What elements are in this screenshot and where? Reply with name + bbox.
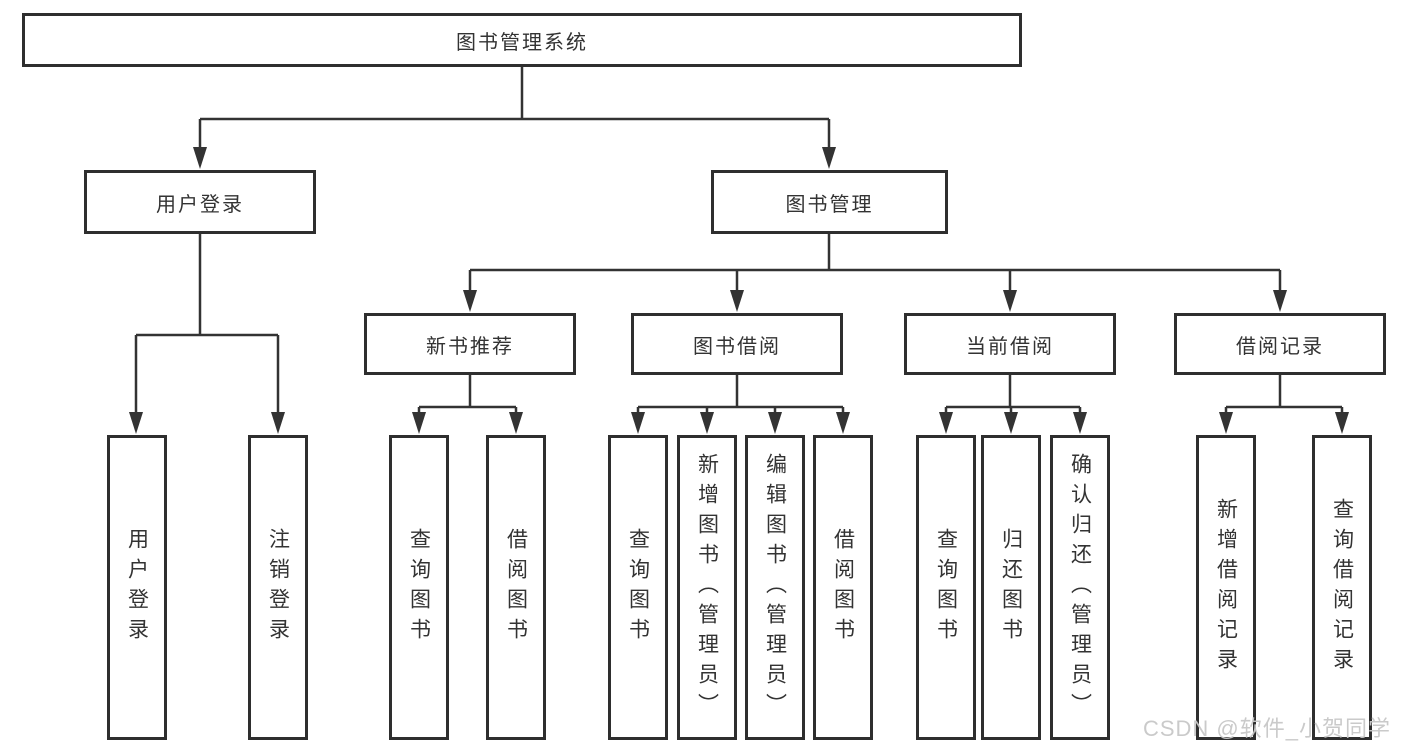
leaf-return-books: 归还图书: [981, 435, 1041, 740]
leaf-user-login-label: 用户登录: [125, 527, 149, 648]
leaf-add-books-admin-label: 新增图书（管理员）: [695, 452, 719, 723]
leaf-confirm-return-admin: 确认归还（管理员）: [1050, 435, 1110, 740]
leaf-query-books-borrow-label: 查询图书: [626, 527, 650, 648]
leaf-query-borrow-record-label: 查询借阅记录: [1330, 497, 1354, 678]
node-new-book-recommend-label: 新书推荐: [426, 335, 514, 358]
node-root-label: 图书管理系统: [456, 31, 588, 54]
leaf-borrow-books-recommend: 借阅图书: [486, 435, 546, 740]
node-user-login-branch-label: 用户登录: [156, 193, 244, 216]
leaf-query-borrow-record: 查询借阅记录: [1312, 435, 1372, 740]
node-current-borrow-label: 当前借阅: [966, 335, 1054, 358]
leaf-query-books-borrow: 查询图书: [608, 435, 668, 740]
node-book-management-branch-label: 图书管理: [785, 193, 874, 216]
node-borrow-records: 借阅记录: [1174, 313, 1386, 375]
leaf-query-books-current: 查询图书: [916, 435, 976, 740]
leaf-borrow-books-label: 借阅图书: [831, 527, 855, 648]
leaf-return-books-label: 归还图书: [999, 527, 1023, 648]
node-new-book-recommend: 新书推荐: [364, 313, 576, 375]
leaf-add-borrow-record: 新增借阅记录: [1196, 435, 1256, 740]
node-root-system: 图书管理系统: [22, 13, 1022, 67]
leaf-borrow-books-recommend-label: 借阅图书: [504, 527, 528, 648]
csdn-watermark: CSDN @软件_小贺同学: [1142, 716, 1391, 741]
leaf-edit-books-admin: 编辑图书（管理员）: [745, 435, 805, 740]
node-book-management-branch: 图书管理: [711, 170, 948, 234]
node-borrow-records-label: 借阅记录: [1236, 335, 1324, 358]
leaf-query-books-recommend: 查询图书: [389, 435, 449, 740]
leaf-query-books-recommend-label: 查询图书: [407, 527, 431, 648]
leaf-query-books-current-label: 查询图书: [934, 527, 958, 648]
leaf-confirm-return-admin-label: 确认归还（管理员）: [1068, 452, 1092, 723]
node-current-borrow: 当前借阅: [904, 313, 1116, 375]
leaf-logout: 注销登录: [248, 435, 308, 740]
leaf-add-borrow-record-label: 新增借阅记录: [1214, 497, 1238, 678]
leaf-borrow-books: 借阅图书: [813, 435, 873, 740]
node-user-login-branch: 用户登录: [84, 170, 316, 234]
leaf-edit-books-admin-label: 编辑图书（管理员）: [763, 452, 787, 723]
leaf-logout-label: 注销登录: [266, 527, 290, 648]
leaf-user-login: 用户登录: [107, 435, 167, 740]
leaf-add-books-admin: 新增图书（管理员）: [677, 435, 737, 740]
node-book-borrow: 图书借阅: [631, 313, 843, 375]
node-book-borrow-label: 图书借阅: [693, 335, 781, 358]
